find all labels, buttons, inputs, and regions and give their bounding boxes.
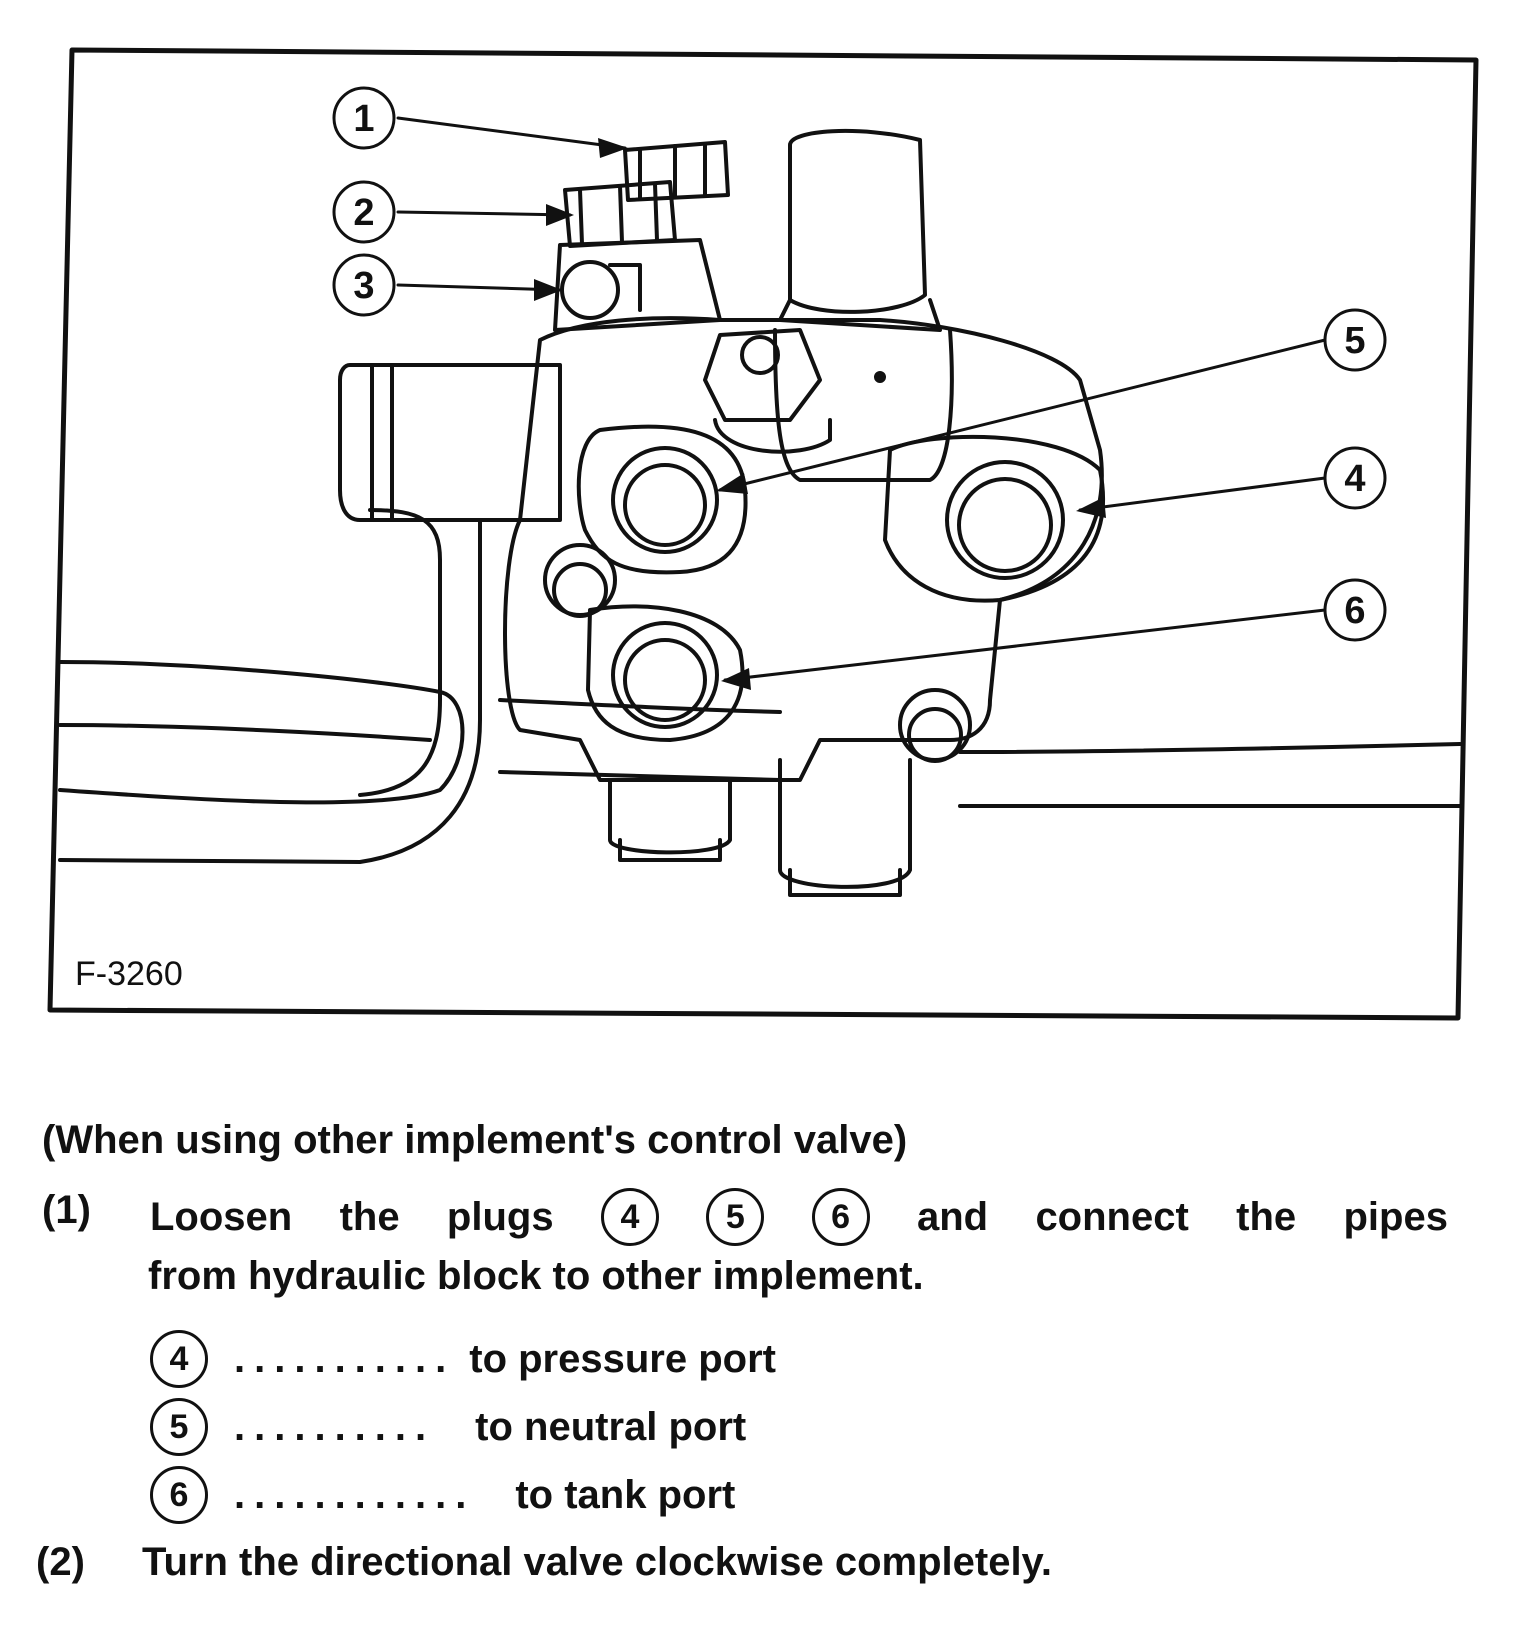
port-label: to pressure port — [469, 1336, 776, 1381]
leader-dots: ............ — [234, 1472, 476, 1517]
bottom-outlet-left — [608, 778, 732, 855]
word: Loosen — [150, 1194, 293, 1239]
section-heading: (When using other implement's control va… — [42, 1118, 908, 1162]
port-number: 4 — [150, 1330, 208, 1388]
port-number: 5 — [150, 1398, 208, 1456]
callout-1-label: 1 — [353, 98, 374, 140]
word: plugs — [446, 1194, 554, 1239]
valve-illustration: 1 2 3 4 5 6 F-3260 — [47, 47, 1479, 1021]
callout-3 — [332, 253, 396, 317]
port-5 — [611, 446, 719, 554]
word: pipes — [1343, 1194, 1448, 1239]
circled-number-6: 6 — [811, 1188, 870, 1246]
step-2-text: Turn the directional valve clockwise com… — [142, 1540, 1052, 1584]
port-row-4: 4 ........... to pressure port — [150, 1330, 776, 1388]
bottom-outlet-right — [778, 758, 912, 889]
callout-5-label: 5 — [1344, 320, 1365, 362]
callout-4 — [1323, 446, 1387, 510]
step-1-line-1: Loosen the plugs 4 5 6 and connect the p… — [150, 1188, 1448, 1246]
port-label: to tank port — [515, 1472, 736, 1517]
port-row-6: 6 ............ to tank port — [150, 1466, 735, 1524]
port-row-5: 5 .......... to neutral port — [150, 1398, 746, 1456]
callout-5 — [1323, 308, 1387, 372]
center-fitting — [703, 328, 822, 422]
left-boss — [338, 363, 562, 522]
callout-4-label: 4 — [1344, 458, 1365, 500]
leader-dots: ........... — [234, 1336, 456, 1381]
word: connect — [1035, 1194, 1189, 1239]
word: the — [1236, 1194, 1297, 1239]
callout-6-label: 6 — [1344, 590, 1365, 632]
circled-number-5: 5 — [706, 1188, 765, 1246]
callout-6 — [1323, 578, 1387, 642]
circled-number-4: 4 — [600, 1188, 659, 1246]
step-1-number: (1) — [42, 1188, 91, 1232]
word: the — [339, 1194, 400, 1239]
callout-2-label: 2 — [353, 192, 374, 234]
callout-3-label: 3 — [353, 265, 374, 307]
word: and — [916, 1194, 989, 1239]
callout-1 — [332, 86, 396, 150]
pipe-right — [958, 742, 1462, 754]
pipe-lower-left — [58, 660, 465, 805]
port-label: to neutral port — [475, 1404, 747, 1449]
figure-frame — [47, 47, 1479, 1021]
leader-dots: .......... — [234, 1404, 436, 1449]
figure-id: F-3260 — [75, 955, 183, 993]
port-6 — [611, 621, 719, 729]
callout-2 — [332, 180, 396, 244]
step-2-number: (2) — [36, 1540, 85, 1584]
relief-valve-cap — [788, 128, 927, 314]
port-number: 6 — [150, 1466, 208, 1524]
step-1-line-2: from hydraulic block to other implement. — [148, 1254, 924, 1298]
port-4 — [945, 460, 1065, 580]
